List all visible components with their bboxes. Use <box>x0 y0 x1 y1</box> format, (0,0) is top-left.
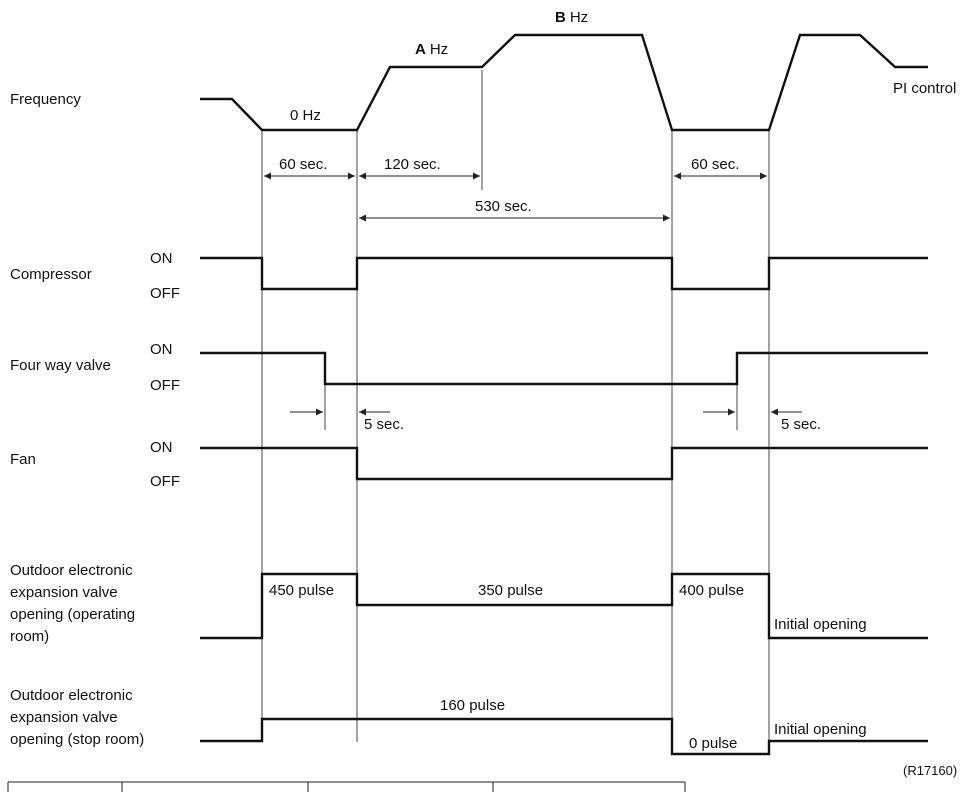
op-350-pulse: 350 pulse <box>478 582 543 599</box>
delay-markers: 5 sec. 5 sec. <box>290 408 821 433</box>
outdoor-ev-operating-line3: opening (operating <box>10 606 135 623</box>
b-letter: B <box>555 9 566 26</box>
outdoor-ev-operating-line2: expansion valve <box>10 584 118 601</box>
four-way-valve-off-label: OFF <box>150 377 180 394</box>
delay-5sec-2: 5 sec. <box>781 416 821 433</box>
frequency-label: Frequency <box>10 91 81 108</box>
fan-on-label: ON <box>150 439 173 456</box>
four-way-valve-label: Four way valve <box>10 357 111 374</box>
delay-5sec-1: 5 sec. <box>364 416 404 433</box>
duration-60b: 60 sec. <box>691 156 739 173</box>
op-initial-opening: Initial opening <box>774 616 867 633</box>
fan-label: Fan <box>10 451 36 468</box>
figure-reference: (R17160) <box>903 763 957 778</box>
outdoor-ev-stop-line1: Outdoor electronic <box>10 687 133 704</box>
outdoor-ev-stop-line2: expansion valve <box>10 709 118 726</box>
pi-control-label: PI control <box>893 80 956 97</box>
duration-60a: 60 sec. <box>279 156 327 173</box>
compressor-off-label: OFF <box>150 285 180 302</box>
fan-off-label: OFF <box>150 473 180 490</box>
fan-signal <box>200 446 928 481</box>
outdoor-ev-operating-signal <box>200 572 928 640</box>
four-way-valve-signal <box>200 351 928 386</box>
four-way-valve-on-label: ON <box>150 341 173 358</box>
compressor-signal <box>200 256 928 291</box>
outdoor-ev-stop-line3: opening (stop room) <box>10 731 144 748</box>
outdoor-ev-operating-line1: Outdoor electronic <box>10 562 133 579</box>
frequency-signal <box>200 33 928 132</box>
compressor-label: Compressor <box>10 266 92 283</box>
outdoor-ev-operating-label: Outdoor electronic expansion valve openi… <box>10 562 139 645</box>
outdoor-ev-operating-line4: room) <box>10 628 49 645</box>
compressor-on-label: ON <box>150 250 173 267</box>
stop-160-pulse: 160 pulse <box>440 697 505 714</box>
b-hz-unit: Hz <box>570 9 588 26</box>
a-letter: A <box>415 41 426 58</box>
duration-120: 120 sec. <box>384 156 441 173</box>
outdoor-ev-stop-label: Outdoor electronic expansion valve openi… <box>10 687 144 748</box>
a-hz-unit: Hz <box>430 41 448 58</box>
stop-initial-opening: Initial opening <box>774 721 867 738</box>
duration-530: 530 sec. <box>475 198 532 215</box>
op-450-pulse: 450 pulse <box>269 582 334 599</box>
op-400-pulse: 400 pulse <box>679 582 744 599</box>
bottom-table-fragment <box>7 781 686 792</box>
zero-hz-label: 0 Hz <box>290 107 321 124</box>
duration-dimensions: 60 sec. 120 sec. 530 sec. 60 sec. <box>264 156 767 222</box>
stop-0-pulse: 0 pulse <box>689 735 737 752</box>
outdoor-ev-stop-signal <box>200 717 928 756</box>
